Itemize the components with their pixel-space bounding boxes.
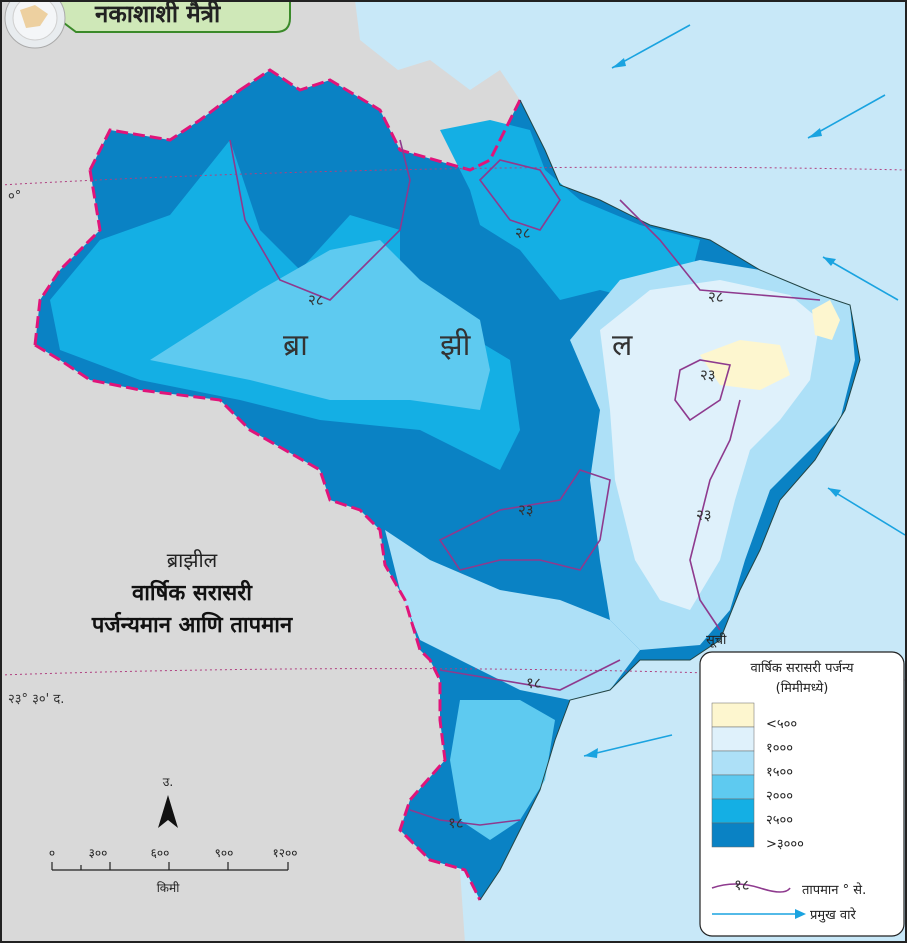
- wind-head-5: [584, 748, 598, 758]
- legend-swatch-1500: [711, 750, 755, 776]
- country-letter-2: झी: [440, 328, 472, 363]
- legend-subtitle: (मिमीमध्ये): [776, 680, 829, 696]
- legend-label-2500: २५००: [766, 813, 793, 828]
- scale-tick-0: ०: [49, 846, 55, 860]
- legend-swatch-1000: [711, 726, 755, 752]
- equator-label: ०°: [8, 189, 21, 204]
- isotherm-18-north: [439, 659, 621, 691]
- zone-2500-north: [440, 120, 700, 300]
- country-letter-3: ल: [612, 328, 633, 363]
- scale-bar: [51, 862, 289, 871]
- international-border: [33, 68, 522, 901]
- isotherm-23-ne: [674, 359, 732, 422]
- legend-isotherm-label: तापमान ° से.: [802, 882, 866, 898]
- banner-globe-icon: [4, 0, 66, 49]
- isotherm-23-east: [689, 399, 741, 631]
- zone-1500-south: [385, 530, 640, 700]
- map-title-line-3: पर्जन्यमान आणि तापमान: [91, 611, 293, 638]
- isotherm-label-23-ne: २३: [700, 366, 716, 384]
- banner-title: नकाशाशी मैत्री: [94, 0, 221, 28]
- legend-swatch-2000: [711, 774, 755, 800]
- isotherm-28-west: [229, 139, 411, 301]
- isotherm-18-south: [409, 809, 521, 826]
- tropic-label: २३° ३०' द.: [8, 692, 64, 707]
- isotherm-label-23-center: २३: [518, 501, 534, 519]
- scale-tick-600: ६००: [151, 846, 170, 860]
- prevailing-winds: [583, 24, 906, 757]
- zone-2000-south: [450, 700, 555, 840]
- wind-head-4: [828, 488, 841, 497]
- isotherm-label-28-north: २८: [515, 224, 531, 242]
- north-arrow-icon: [158, 795, 178, 828]
- isotherms: [229, 139, 821, 826]
- legend-title: वार्षिक सरासरी पर्जन्य: [750, 660, 854, 676]
- legend-swatch-500: [711, 702, 755, 728]
- isotherm-23-center: [438, 469, 611, 571]
- neighbor-land: [0, 0, 520, 943]
- scale-tick-300: ३००: [89, 846, 108, 860]
- scale-tick-900: ९००: [215, 846, 234, 860]
- legend-label-500: <५००: [766, 717, 797, 732]
- legend-label-3000: >३०००: [766, 837, 804, 852]
- legend-swatch-2500: [711, 798, 755, 824]
- tropic-line: [0, 668, 907, 681]
- wind-arrow-5: [583, 734, 673, 757]
- wind-head-1: [612, 58, 626, 68]
- zone-500: [700, 340, 790, 390]
- wind-arrow-1: [611, 24, 691, 69]
- zone-2000: [150, 240, 490, 410]
- zone-500-east: [812, 300, 840, 340]
- legend-heading: सूची: [706, 632, 727, 648]
- scale-tick-1200: १२००: [273, 846, 298, 860]
- north-label: उ.: [163, 775, 173, 789]
- country-letter-1: ब्रा: [283, 328, 309, 363]
- wind-arrowheads: [584, 58, 841, 758]
- map-title-line-2: वार्षिक सरासरी: [131, 579, 253, 606]
- isotherm-label-18-south: १८: [448, 814, 464, 832]
- wind-arrow-2: [807, 94, 886, 139]
- legend-swatch-3000: [711, 822, 755, 848]
- wind-head-2: [808, 128, 822, 138]
- scale-unit: किमी: [157, 881, 181, 895]
- wind-arrow-3: [822, 256, 899, 301]
- isotherm-label-28-west: २८: [308, 291, 324, 309]
- title-banner: [59, 0, 291, 33]
- isotherm-label-18-north: १८: [526, 674, 542, 692]
- coastline: [479, 99, 861, 901]
- legend-label-1000: १०००: [766, 741, 793, 756]
- legend-label-2000: २०००: [766, 789, 793, 804]
- wind-head-3: [823, 257, 836, 266]
- map-title-country: ब्राझील: [167, 548, 218, 572]
- isotherm-28-north: [478, 159, 561, 231]
- legend-label-1500: १५००: [766, 765, 793, 780]
- isotherm-label-23-east: २३: [696, 506, 712, 524]
- wind-arrow-4: [827, 487, 906, 536]
- isotherm-28-east: [619, 199, 821, 301]
- equator-line: [0, 166, 907, 186]
- isotherm-label-28-east: २८: [708, 288, 724, 306]
- legend-isotherm-value: १८: [734, 876, 750, 894]
- legend-isotherm-sample: [711, 883, 791, 893]
- legend-wind-label: प्रमुख वारे: [810, 907, 857, 923]
- legend-wind-arrowhead: [795, 909, 806, 919]
